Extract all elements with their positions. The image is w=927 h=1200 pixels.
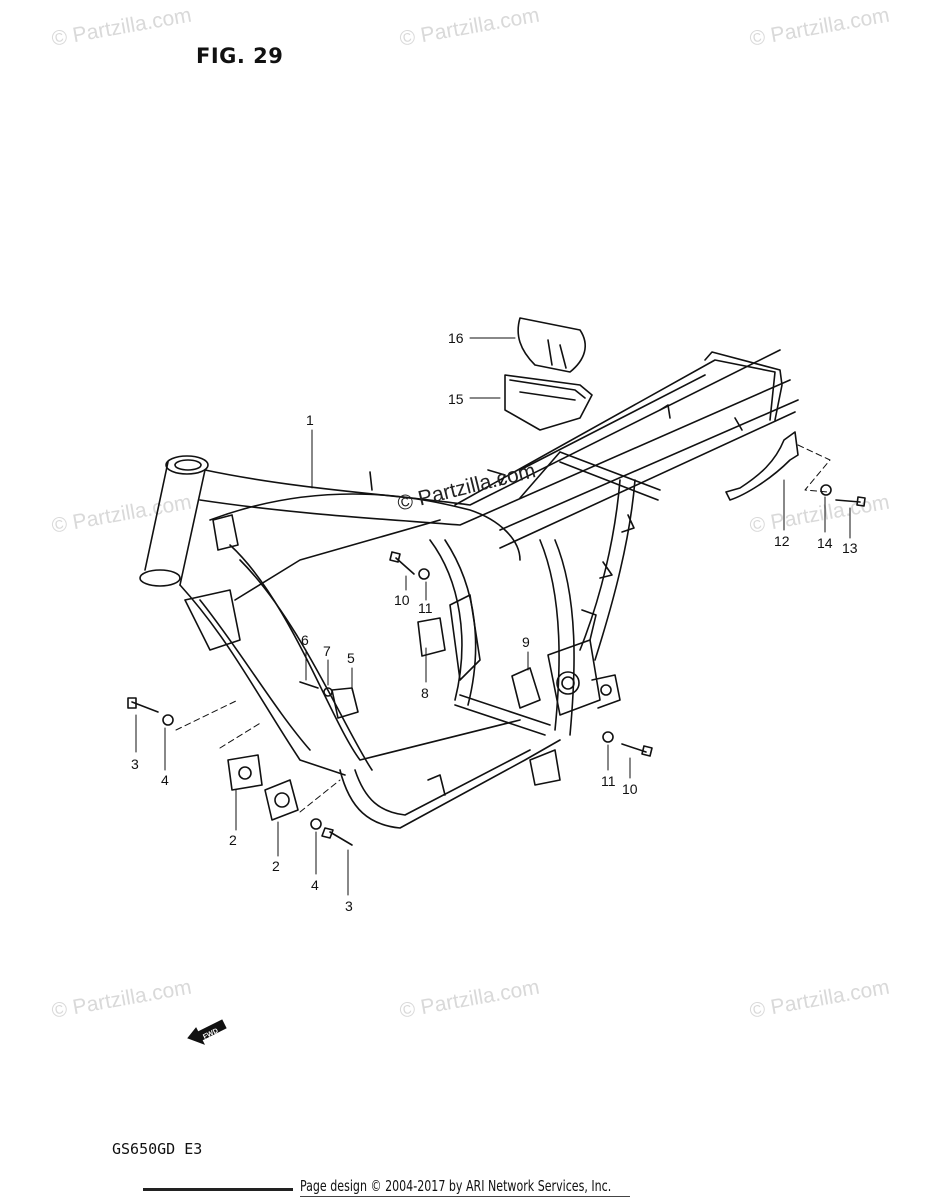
rear-loop bbox=[704, 351, 783, 421]
model-code: GS650GD E3 bbox=[112, 1140, 203, 1158]
callout-13: 13 bbox=[842, 540, 858, 556]
figure-title: FIG. 29 bbox=[196, 44, 284, 68]
callout-11: 11 bbox=[418, 600, 433, 616]
mount-plate bbox=[511, 667, 541, 709]
callout-1: 1 bbox=[306, 412, 314, 428]
leader-lines bbox=[135, 337, 851, 896]
nut bbox=[418, 568, 430, 580]
callout-12: 12 bbox=[774, 533, 790, 549]
callout-15: 15 bbox=[448, 391, 464, 407]
down-tube-left-2 bbox=[199, 599, 311, 751]
callout-10: 10 bbox=[394, 592, 410, 608]
mount-bracket bbox=[331, 687, 359, 719]
bracket bbox=[725, 431, 799, 501]
cradle-bottom-2 bbox=[354, 749, 531, 816]
seat-rail bbox=[499, 399, 799, 549]
callout-11: 11 bbox=[601, 773, 616, 789]
callout-16: 16 bbox=[448, 330, 464, 346]
callout-8: 8 bbox=[421, 685, 429, 701]
callout-4: 4 bbox=[161, 772, 169, 788]
cross-brace bbox=[519, 451, 661, 501]
callout-2: 2 bbox=[272, 858, 280, 874]
nut bbox=[602, 731, 614, 743]
callout-2: 2 bbox=[229, 832, 237, 848]
nut bbox=[162, 714, 174, 726]
down-tube-right-2 bbox=[239, 559, 373, 771]
mount-plate bbox=[417, 617, 446, 657]
tab bbox=[487, 469, 506, 486]
tab bbox=[581, 609, 597, 641]
callout-14: 14 bbox=[817, 535, 833, 551]
callout-4: 4 bbox=[311, 877, 319, 893]
rear-shock-tube bbox=[579, 479, 636, 661]
tab bbox=[369, 471, 373, 491]
tab bbox=[599, 561, 613, 579]
bolt bbox=[127, 697, 159, 713]
rear-rail-upper bbox=[454, 359, 776, 506]
tab bbox=[734, 417, 743, 431]
cradle-bottom bbox=[339, 739, 561, 829]
callout-3: 3 bbox=[131, 756, 139, 772]
swingarm-pivot bbox=[547, 639, 621, 716]
tab bbox=[621, 514, 635, 533]
main-spar bbox=[209, 493, 521, 561]
callout-6: 6 bbox=[301, 632, 309, 648]
mount-plate bbox=[264, 779, 299, 821]
down-tube-right bbox=[229, 544, 521, 761]
footer-underline bbox=[300, 1196, 630, 1197]
rear-upright bbox=[539, 539, 575, 736]
tab bbox=[659, 404, 671, 419]
down-tube-left bbox=[179, 584, 346, 776]
tab bbox=[529, 749, 561, 786]
footer-rule bbox=[143, 1188, 293, 1191]
nut bbox=[310, 818, 322, 830]
front-crossmember bbox=[234, 519, 441, 601]
bolt bbox=[621, 743, 653, 757]
callout-9: 9 bbox=[522, 634, 530, 650]
bolt bbox=[389, 551, 415, 575]
top-tube-upper bbox=[204, 349, 781, 506]
washer bbox=[323, 687, 333, 697]
battery-cover bbox=[517, 317, 586, 373]
callout-5: 5 bbox=[347, 650, 355, 666]
top-tube-lower bbox=[199, 379, 791, 526]
battery-holder bbox=[504, 374, 593, 431]
bolt bbox=[299, 681, 319, 689]
steering-head-tube bbox=[139, 455, 209, 587]
callout-10: 10 bbox=[622, 781, 638, 797]
alignment-lines bbox=[175, 444, 831, 813]
rear-rail-inner bbox=[519, 374, 706, 471]
side-gusset bbox=[449, 594, 481, 681]
tab-front bbox=[212, 514, 239, 551]
mount-plate bbox=[227, 754, 263, 791]
bolt bbox=[321, 827, 353, 846]
nut bbox=[820, 484, 832, 496]
gusset-left bbox=[184, 589, 241, 651]
rear-crossmember bbox=[454, 694, 551, 736]
tab bbox=[427, 774, 446, 796]
callout-7: 7 bbox=[323, 643, 331, 659]
fwd-arrow-icon: FWD bbox=[187, 1019, 227, 1045]
callout-3: 3 bbox=[345, 898, 353, 914]
bolt bbox=[835, 496, 866, 507]
footer-copyright: Page design © 2004-2017 by ARI Network S… bbox=[300, 1177, 612, 1195]
